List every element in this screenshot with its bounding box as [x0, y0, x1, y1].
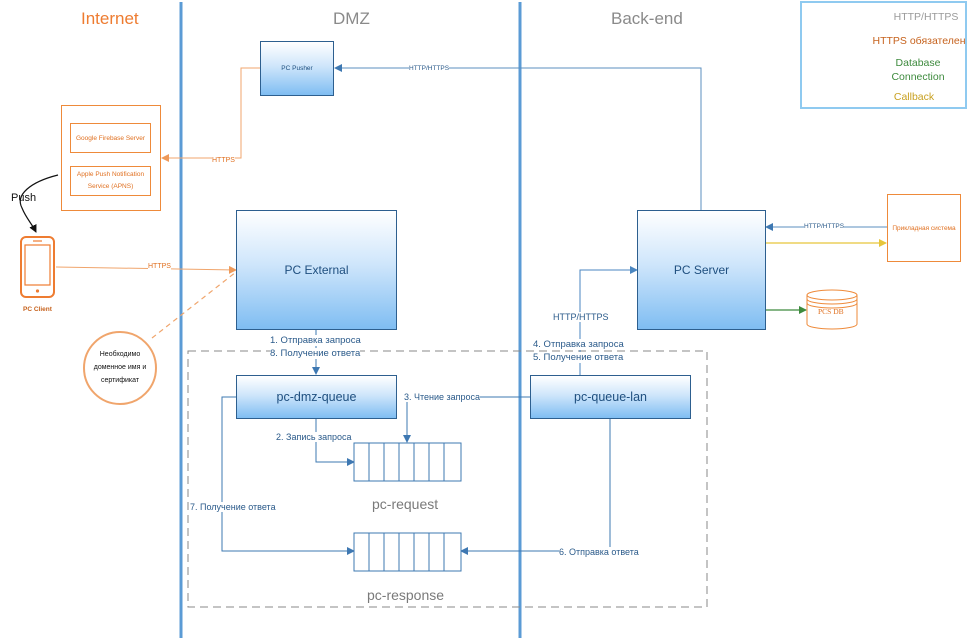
edge-label-pusher: HTTP/HTTPS: [409, 65, 450, 72]
edge-note-to-external: [151, 271, 237, 339]
certificate-note-circle: [83, 331, 157, 405]
pcs-db-label: PCS DB: [818, 307, 844, 316]
pc-client-label: PC Client: [23, 306, 52, 313]
zone-title-backend: Back-end: [611, 9, 683, 28]
zone-title-dmz: DMZ: [333, 9, 370, 28]
step-1-label: 1. Отправка запроса: [270, 335, 361, 346]
database-icon: [806, 289, 858, 330]
pc-pusher-node: PC Pusher: [260, 41, 334, 96]
edge-label-applied: HTTP/HTTPS: [804, 223, 845, 230]
google-firebase-node: Google Firebase Server: [70, 123, 151, 153]
legend-https-label: HTTPS обязателен: [872, 35, 966, 47]
edge-label-firebase: HTTPS: [212, 157, 235, 164]
certificate-note-text: Необходимо доменное имя и сертификат: [93, 351, 147, 384]
step-8-label: 8. Получение ответа: [270, 348, 361, 359]
step-6-label: 6. Отправка ответа: [559, 547, 639, 557]
smartphone-icon: [20, 236, 55, 298]
apns-node: Apple Push Notification Service (APNS): [70, 166, 151, 196]
edge-get-response: [221, 396, 355, 555]
edge-pusher-to-firebase: [161, 67, 260, 162]
step-7-label: 7. Получение ответа: [190, 502, 276, 512]
pc-request-title: pc-request: [372, 496, 439, 512]
edge-client-to-external: [55, 265, 237, 274]
edge-send-response: [460, 419, 611, 555]
legend-http-label: HTTP/HTTPS: [893, 11, 959, 23]
step-5-label: 5. Получение ответа: [533, 352, 624, 363]
push-label: Push: [11, 192, 37, 204]
step-3-label: 3. Чтение запроса: [404, 392, 481, 402]
legend-db-label: Database Connection: [891, 57, 945, 83]
queue-area-boundary: [187, 350, 708, 608]
edge-push-to-client: [19, 174, 59, 233]
edge-server-to-pusher: [334, 64, 702, 210]
edge-label-server-http: HTTP/HTTPS: [553, 312, 609, 322]
pc-server-node: PC Server: [637, 210, 766, 330]
applied-system-node: Прикладная система: [887, 194, 961, 262]
legend-callback-label: Callback: [893, 91, 935, 103]
legend: HTTP/HTTPS HTTPS обязателен Database Con…: [800, 1, 967, 109]
pc-queue-lan-node: pc-queue-lan: [530, 375, 691, 419]
step-2-label: 2. Запись запроса: [276, 432, 352, 442]
pc-request-queue-shape: [353, 442, 462, 482]
zone-title-internet: Internet: [81, 9, 139, 28]
pc-response-title: pc-response: [367, 587, 445, 603]
pc-external-node: PC External: [236, 210, 397, 330]
step-4-label: 4. Отправка запроса: [533, 339, 624, 350]
edge-read-request: [403, 396, 530, 443]
edge-label-client: HTTPS: [148, 263, 171, 270]
pc-dmz-queue-node: pc-dmz-queue: [236, 375, 397, 419]
pc-response-queue-shape: [353, 532, 462, 572]
